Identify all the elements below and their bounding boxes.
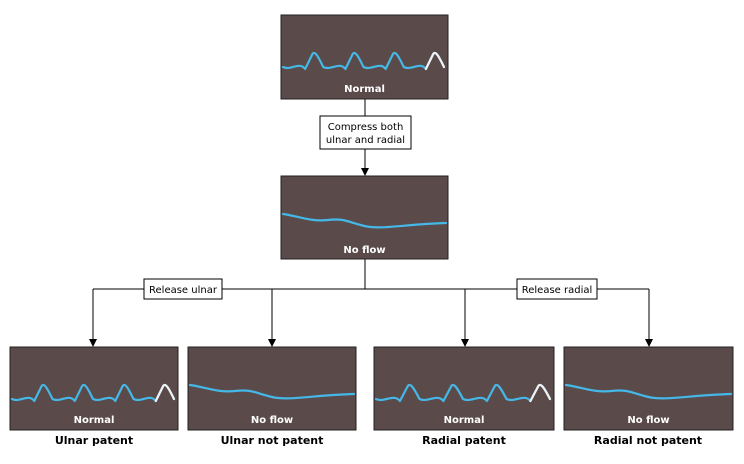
- release-radial-label: Release radial: [522, 285, 593, 296]
- release-ulnar-box: Release ulnar: [143, 278, 223, 300]
- compress-step-line2: ulnar and radial: [326, 135, 405, 146]
- flat-waveform-line: [188, 383, 356, 400]
- panel-middle-label: No flow: [343, 245, 385, 256]
- release-radial-box: Release radial: [516, 278, 598, 300]
- waveform-flat: [564, 383, 733, 400]
- caption-radial-not-patent: Radial not patent: [594, 434, 702, 447]
- pulse-waveform-line: [281, 51, 446, 71]
- waveform-flat: [281, 212, 448, 229]
- panel-radial-patent-label: Normal: [444, 415, 485, 426]
- waveform-pulsatile: [10, 383, 176, 403]
- flat-waveform-line: [564, 383, 733, 400]
- flat-waveform-line: [281, 212, 448, 229]
- panel-middle: No flow: [280, 175, 449, 260]
- pulse-waveform-tail: [529, 383, 552, 403]
- release-ulnar-label: Release ulnar: [149, 285, 218, 296]
- panel-top: Normal: [280, 14, 449, 100]
- panel-ulnar-not-patent-label: No flow: [251, 415, 293, 426]
- panel-ulnar-patent: Normal: [9, 346, 179, 431]
- panel-ulnar-patent-label: Normal: [74, 415, 115, 426]
- waveform-flat: [188, 383, 356, 400]
- caption-ulnar-not-patent: Ulnar not patent: [221, 434, 324, 447]
- pulse-waveform-line: [374, 383, 552, 403]
- pulse-waveform-tail: [424, 51, 446, 71]
- caption-radial-patent: Radial patent: [422, 434, 506, 447]
- compress-step-line1: Compress both: [328, 122, 404, 133]
- panel-top-label: Normal: [344, 84, 385, 95]
- pulse-waveform-tail: [154, 383, 176, 403]
- panel-radial-not-patent: No flow: [563, 346, 734, 431]
- panel-ulnar-not-patent: No flow: [187, 346, 357, 431]
- compress-step-box: Compress both ulnar and radial: [319, 115, 412, 150]
- panel-radial-not-patent-label: No flow: [627, 415, 669, 426]
- pulse-waveform-line: [10, 383, 176, 403]
- panel-radial-patent: Normal: [373, 346, 555, 431]
- waveform-pulsatile: [281, 51, 446, 71]
- waveform-pulsatile: [374, 383, 552, 403]
- caption-ulnar-patent: Ulnar patent: [55, 434, 133, 447]
